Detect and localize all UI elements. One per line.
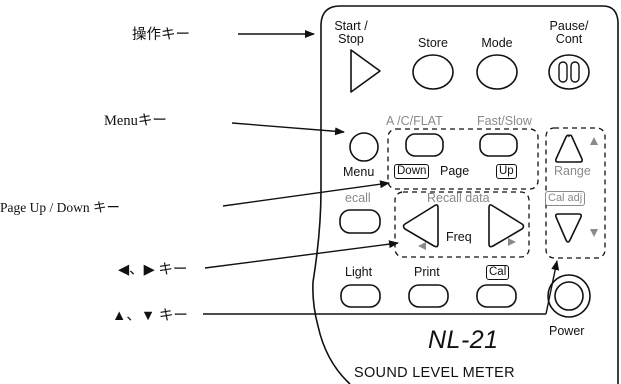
pause-bar-right — [570, 61, 580, 83]
menu-button[interactable] — [349, 132, 379, 162]
weighting-label: A /C/FLAT — [386, 114, 443, 128]
freq-right-button[interactable] — [488, 204, 525, 248]
recall-left-label: ecall — [345, 191, 371, 205]
pause-cont-label: Pause/ Cont — [549, 19, 589, 46]
speed-up-button[interactable] — [479, 133, 518, 157]
freq-left-indicator-icon — [418, 242, 426, 250]
leader-left-right-keys — [204, 240, 399, 269]
callout-menu-key: Menuキー — [104, 113, 167, 129]
cal-adj-label: Cal adj — [545, 191, 586, 206]
device-outline — [312, 5, 619, 384]
callout-operation-keys: 操作キー — [132, 27, 190, 43]
model-name: NL-21 — [428, 326, 499, 354]
store-button[interactable] — [412, 54, 454, 90]
product-name: SOUND LEVEL METER — [354, 365, 515, 381]
power-label: Power — [549, 324, 585, 338]
light-label: Light — [345, 265, 373, 279]
mode-label: Mode — [481, 36, 513, 50]
freq-label: Freq — [446, 230, 472, 244]
page-label: Page — [440, 164, 470, 178]
freq-key-frame — [394, 191, 530, 258]
range-up-indicator-icon — [590, 137, 598, 145]
range-down-indicator-icon — [590, 229, 598, 237]
callout-page-key: Page Up / Down キー — [0, 200, 120, 215]
range-up-button[interactable] — [554, 134, 584, 163]
store-label: Store — [418, 36, 448, 50]
recall-data-label: Recall data — [427, 191, 490, 205]
up-label: Up — [496, 164, 517, 179]
leader-up-down-keys-diag — [545, 260, 560, 315]
weighting-down-button[interactable] — [405, 133, 444, 157]
range-key-frame — [545, 127, 606, 259]
pause-cont-button[interactable] — [548, 54, 590, 90]
light-button[interactable] — [340, 284, 381, 308]
down-label: Down — [394, 164, 430, 179]
range-down-button[interactable] — [554, 213, 583, 243]
leader-menu-key — [231, 122, 345, 136]
print-label: Print — [414, 265, 440, 279]
page-key-frame — [387, 128, 539, 190]
pause-bar-left — [558, 61, 568, 83]
mode-button[interactable] — [476, 54, 518, 90]
freq-left-button[interactable] — [402, 204, 439, 248]
callout-up-down-keys: ▲、▼ キー — [112, 308, 188, 324]
leader-page-key — [222, 180, 390, 207]
recall-button[interactable] — [339, 209, 381, 234]
start-stop-button[interactable] — [350, 49, 381, 93]
callout-left-right-keys: ◀、▶ キー — [118, 262, 188, 278]
cal-button[interactable] — [476, 284, 517, 308]
menu-label: Menu — [343, 165, 375, 179]
start-stop-label: Start / Stop — [334, 19, 368, 46]
print-button[interactable] — [408, 284, 449, 308]
range-label: Range — [554, 164, 591, 178]
cal-label: Cal — [486, 265, 510, 280]
power-button[interactable] — [554, 281, 584, 311]
speed-label: Fast/Slow — [477, 114, 532, 128]
freq-right-indicator-icon — [508, 238, 516, 246]
